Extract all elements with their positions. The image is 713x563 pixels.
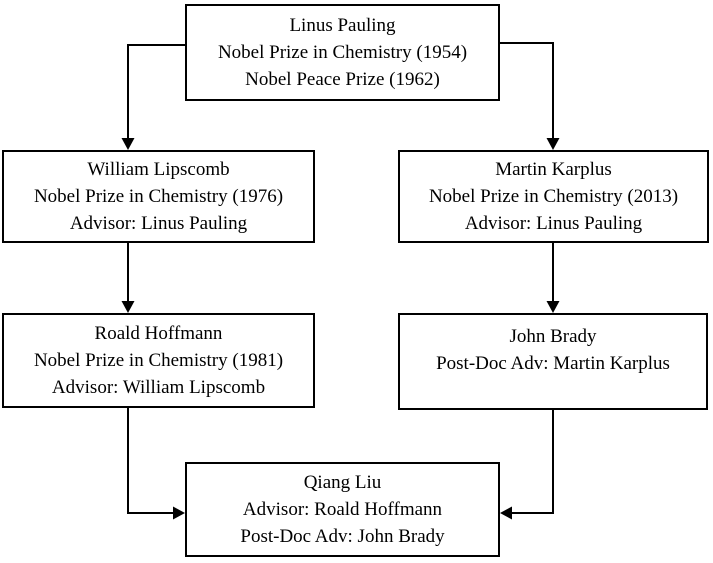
node-advisor-line: Post-Doc Adv: Martin Karplus: [436, 353, 670, 374]
node-person-name: Martin Karplus: [495, 159, 612, 180]
node-advisor-line: Advisor: Linus Pauling: [464, 213, 643, 234]
edge-pauling-to-karplus: [500, 42, 560, 150]
node-award-line: Nobel Peace Prize (1962): [245, 69, 440, 90]
node-person-name: John Brady: [509, 326, 597, 347]
node-advisor-line: Post-Doc Adv: John Brady: [240, 526, 445, 547]
node-martin-karplus: Martin Karplus Nobel Prize in Chemistry …: [398, 150, 709, 243]
node-person-name: Linus Pauling: [289, 15, 396, 36]
node-john-brady: John Brady Post-Doc Adv: Martin Karplus: [398, 313, 708, 410]
edge-brady-to-liu: [500, 410, 554, 520]
node-william-lipscomb: William Lipscomb Nobel Prize in Chemistr…: [2, 150, 315, 243]
node-advisor-line: Advisor: William Lipscomb: [51, 377, 266, 398]
node-award-line: Nobel Prize in Chemistry (1954): [217, 42, 468, 63]
node-advisor-line: Advisor: Linus Pauling: [69, 213, 248, 234]
node-person-name: William Lipscomb: [87, 159, 230, 180]
edge-pauling-to-lipscomb: [121, 44, 185, 150]
node-roald-hoffmann: Roald Hoffmann Nobel Prize in Chemistry …: [2, 313, 315, 408]
node-advisor-line: Advisor: Roald Hoffmann: [242, 499, 443, 520]
node-person-name: Qiang Liu: [303, 472, 382, 493]
edge-hoffmann-to-liu: [127, 408, 185, 520]
node-award-line: Nobel Prize in Chemistry (1981): [33, 350, 284, 371]
node-person-name: Roald Hoffmann: [94, 323, 223, 344]
node-award-line: Nobel Prize in Chemistry (1976): [33, 186, 284, 207]
node-qiang-liu: Qiang Liu Advisor: Roald Hoffmann Post-D…: [185, 462, 500, 557]
edge-lipscomb-to-hoffmann: [121, 243, 135, 313]
node-award-line: Nobel Prize in Chemistry (2013): [428, 186, 679, 207]
node-linus-pauling: Linus Pauling Nobel Prize in Chemistry (…: [185, 4, 500, 101]
edge-karplus-to-brady: [546, 243, 560, 313]
